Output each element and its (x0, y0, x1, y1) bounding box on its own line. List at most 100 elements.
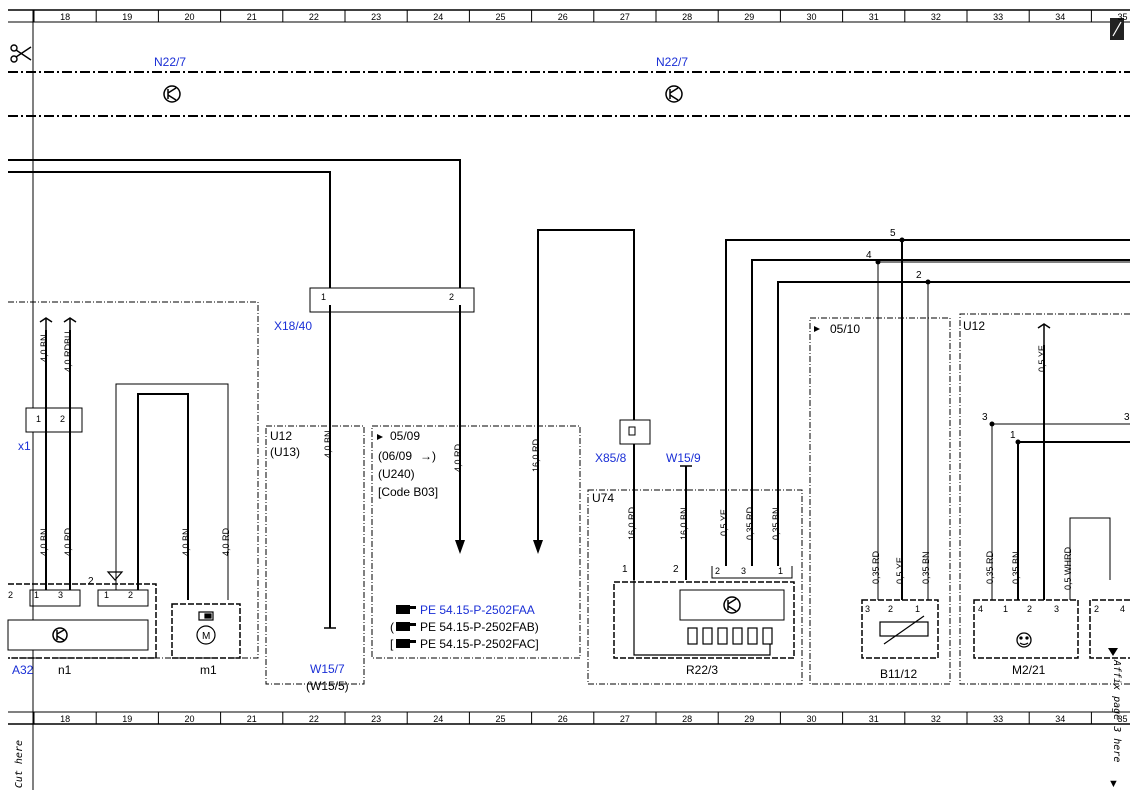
box-label-u13: (U13) (270, 445, 300, 459)
pin-number: 2 (673, 564, 679, 575)
grid-column-label: 28 (682, 12, 692, 22)
pin-number: 1 (1003, 604, 1008, 614)
scissors-icon (10, 44, 32, 63)
grid-column-label: 18 (60, 714, 70, 724)
transistor-icon (665, 85, 683, 103)
connector-label-w15-7: W15/7 (310, 662, 345, 676)
wire-label: 16,0 RD (531, 438, 541, 472)
svg-text:[: [ (390, 637, 394, 651)
pointing-hand-icon (396, 605, 416, 648)
transistor-icon (163, 85, 181, 103)
pin-number: 3 (58, 590, 63, 600)
wire-label: 4,0 RD (453, 443, 463, 472)
grid-column-label: 22 (309, 12, 319, 22)
wire-label: 0,5 WHRD (1063, 546, 1073, 590)
transistor-icon (723, 596, 741, 614)
wire-label: 4,0 BN (181, 528, 191, 556)
motor-icon: M (196, 611, 216, 645)
grid-column-label: 32 (931, 714, 941, 724)
resistor-element (732, 627, 743, 645)
grid-column-label: 24 (433, 714, 443, 724)
component-label-m1: m1 (200, 663, 217, 677)
wire-label: 4,0 BN (39, 528, 49, 556)
wire-label: 16,0 BN (679, 507, 689, 540)
reference-link-faa[interactable]: PE 54.15-P-2502FAA (420, 603, 535, 617)
component-r22-3-box (613, 581, 795, 659)
grid-column-label: 21 (247, 714, 257, 724)
component-m1-box (171, 603, 241, 659)
wire-label: 0,35 RD (985, 550, 995, 584)
transistor-icon (52, 627, 68, 643)
component-label-n1: n1 (58, 663, 72, 677)
component-label-b11-12: B11/12 (880, 667, 917, 681)
box-label-0509: 05/09 (390, 429, 420, 443)
connector-label-w15-9: W15/9 (666, 451, 701, 465)
pin-number: 3 (982, 412, 988, 423)
wire-label: 16,0 RD (627, 506, 637, 540)
box-label-u12: U12 (270, 429, 292, 443)
grid-column-label: 25 (496, 12, 506, 22)
box-0509 (371, 425, 581, 659)
wire-label: 4,0 RD (63, 527, 73, 556)
box-label-code: [Code B03] (378, 485, 438, 499)
affix-here-label: Affix page 3 here (1111, 660, 1122, 763)
wire-label: 0,35 RD (745, 506, 755, 540)
grid-column-label: 27 (620, 12, 630, 22)
pin-number: 2 (888, 604, 893, 614)
grid-column-label: 29 (744, 714, 754, 724)
pin-number: 4 (1120, 604, 1125, 614)
box-label-u240: (U240) (378, 467, 415, 481)
pin-number: 3 (1054, 604, 1059, 614)
pin-number: 5 (890, 228, 896, 239)
wire-label: 4,0 BN (323, 430, 333, 458)
resistor-element (747, 627, 758, 645)
grid-column-label: 24 (433, 12, 443, 22)
component-label-r22-3: R22/3 (686, 663, 718, 677)
grid-column-label: 23 (371, 12, 381, 22)
pin-number: 3 (865, 604, 870, 614)
affix-arrow-icon: ▼ (1108, 778, 1119, 790)
grid-bar-bottom (8, 711, 1130, 725)
grid-column-label: 23 (371, 714, 381, 724)
box-label-0609: (06/09 (378, 449, 412, 463)
resistor-element (762, 627, 773, 645)
wire-label: 0,35 BN (771, 507, 781, 540)
pin-number: 1 (36, 414, 41, 424)
wire-label: 0,35 BN (1011, 551, 1021, 584)
pin-number: 1 (321, 292, 326, 302)
resistor-element (717, 627, 728, 645)
connector-label-w15-5: (W15/5) (306, 679, 349, 693)
connector-x18-40 (309, 287, 475, 313)
pin-number: 3 (741, 566, 746, 576)
box-0510 (809, 317, 951, 685)
wire-label: 0,35 BN (921, 551, 931, 584)
box-label-u12-right: U12 (963, 319, 985, 333)
grid-column-label: 21 (247, 12, 257, 22)
box-u74 (587, 489, 803, 685)
wire-label: 0,5 YE (895, 557, 905, 584)
grid-column-label: 28 (682, 714, 692, 724)
grid-column-label: 32 (931, 12, 941, 22)
grid-bar-top (8, 9, 1130, 23)
wire-label: 0,5 YE (1037, 345, 1047, 372)
grid-column-label: 19 (122, 12, 132, 22)
component-label-a32: A32 (12, 663, 34, 677)
pin-number: 1 (104, 590, 109, 600)
component-b11-12-body (879, 621, 929, 637)
reference-link-fac: PE 54.15-P-2502FAC] (420, 637, 539, 651)
component-m2-21-box (973, 599, 1079, 659)
connector-label-x1: x1 (18, 439, 31, 453)
grid-column-label: 34 (1055, 714, 1065, 724)
grid-column-label: 20 (185, 714, 195, 724)
component-b11-12-box (861, 599, 939, 659)
pin-number: 2 (916, 270, 922, 281)
pin-number: 1 (915, 604, 920, 614)
grid-column-label: 19 (122, 714, 132, 724)
pin-number: 4 (978, 604, 983, 614)
pin-number: 2 (128, 590, 133, 600)
resistor-element (687, 627, 698, 645)
svg-text:(: ( (390, 620, 394, 634)
pin-number: 2 (1027, 604, 1032, 614)
wire-label: 4,0 BN (39, 334, 49, 362)
